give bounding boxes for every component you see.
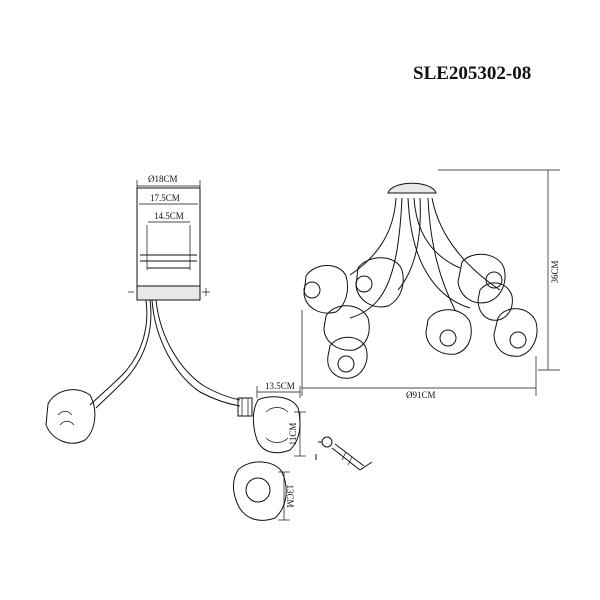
canopy-outer-diameter-label: Ø18CM <box>148 174 178 184</box>
assembled-fixture: 36CM Ø91CM <box>301 169 560 400</box>
shade-width-label: 13.5CM <box>265 381 295 391</box>
fixture-shade-7 <box>425 309 472 355</box>
shade-detail: 13.5CM 11CM 13CM <box>233 381 373 521</box>
fixture-shade-8 <box>493 308 538 357</box>
fixture-shade-3 <box>457 253 506 304</box>
fixture-shade-2 <box>355 257 404 308</box>
fixture-shade-5 <box>323 305 370 351</box>
bulb-icon <box>315 436 373 471</box>
fixture-canopy <box>387 182 437 194</box>
shade-height-label: 11CM <box>288 423 298 446</box>
canopy-detail: Ø18CM 17.5CM 14.5CM <box>45 174 253 444</box>
shade-top-view <box>233 461 287 521</box>
shade-side-view <box>45 389 96 444</box>
canopy-mid-width-label: 17.5CM <box>150 193 180 203</box>
fixture-shade-1 <box>303 265 349 314</box>
shade-depth-label: 13CM <box>285 484 295 507</box>
fixture-shade-6 <box>327 336 368 379</box>
shade-front-view <box>252 396 301 454</box>
canopy-inner-width-label: 14.5CM <box>154 211 184 221</box>
overall-diameter-label: Ø91CM <box>406 390 436 400</box>
overall-height-label: 36CM <box>550 260 560 283</box>
model-number: SLE205302-08 <box>413 63 531 84</box>
fixture-shade-4 <box>477 282 513 321</box>
